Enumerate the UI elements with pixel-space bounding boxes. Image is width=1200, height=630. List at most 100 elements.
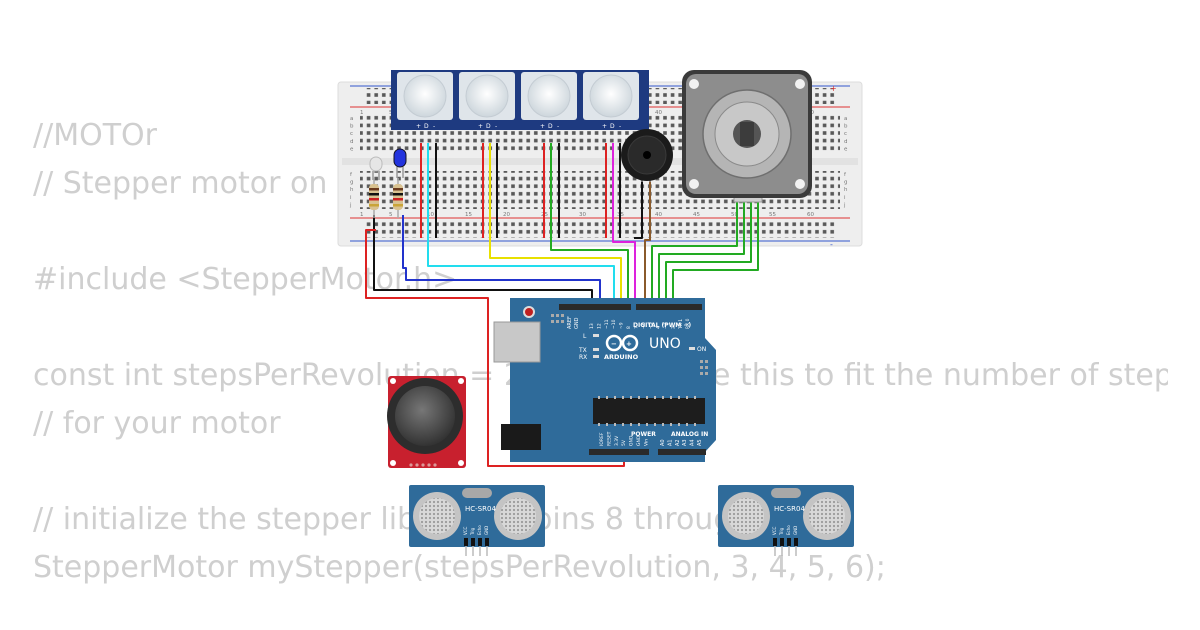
- digital-pin-label: ~3: [663, 322, 669, 329]
- breadboard-col-number: 15: [465, 212, 472, 218]
- digital-pin-label: ~9: [619, 322, 625, 329]
- power-pin-label: IOREF: [599, 432, 605, 446]
- svg-text:−: −: [611, 340, 617, 348]
- ultrasonic-label: HC-SR04: [465, 505, 496, 513]
- pir-pin-plus: +: [416, 123, 421, 130]
- breadboard-col-number: 10: [427, 212, 434, 218]
- breadboard-row-letter: h: [350, 187, 354, 193]
- power-header-label: POWER: [631, 431, 656, 438]
- led-white: [369, 156, 383, 180]
- led-on-label: ON: [697, 346, 706, 353]
- code-line: #include <StepperMotor.h>: [33, 262, 458, 297]
- digital-pin-label: RX 0: [685, 318, 691, 329]
- power-pin-label: GND: [629, 435, 635, 446]
- breadboard-row-letter: i: [844, 195, 846, 201]
- analog-pin-label: A1: [667, 439, 673, 446]
- breadboard-row-letter: j: [349, 202, 352, 208]
- digital-pin-label: 12: [596, 323, 602, 329]
- power-pin-label: 3.3V: [614, 435, 620, 446]
- wire-red-5v: [365, 229, 625, 467]
- pir-sensor-4: + D -: [583, 72, 639, 130]
- digital-pin-label: 8: [626, 326, 632, 329]
- wire-stepper-1: [651, 198, 738, 308]
- svg-text:+: +: [626, 340, 632, 348]
- wire-stepper-4: [672, 198, 759, 308]
- analog-pin-label: A5: [697, 439, 703, 446]
- breadboard-row-letter: e: [844, 146, 848, 152]
- aref-label: AREF: [567, 316, 573, 329]
- ultrasonic-pin-gnd: GND: [484, 526, 489, 535]
- pir-pin-minus: -: [495, 123, 497, 130]
- joystick-module: [387, 376, 466, 468]
- breadboard-row-letter: b: [350, 124, 354, 130]
- pir-pin-minus: -: [619, 123, 621, 130]
- board-model: UNO: [649, 336, 681, 352]
- code-line: // Stepper motor on: [33, 166, 328, 201]
- breadboard-row-letter: a: [350, 116, 353, 122]
- breadboard-col-number: 1: [360, 212, 364, 218]
- led-blue: [393, 148, 407, 178]
- breadboard-row-letter: e: [350, 146, 354, 152]
- wire-stepper-2: [658, 198, 745, 308]
- led-rx-label: RX: [579, 354, 587, 361]
- ultrasonic-pin-vcc: VCC: [463, 526, 468, 535]
- buzzer: [621, 129, 673, 182]
- breadboard-row-letter: d: [844, 139, 848, 145]
- ultrasonic-label: HC-SR04: [774, 505, 805, 513]
- ultrasonic-pin-gnd: GND: [793, 526, 798, 535]
- wire-pir4-magenta: [612, 143, 636, 308]
- breadboard-col-number: 5: [389, 212, 393, 218]
- header-digital-low: [636, 304, 702, 310]
- power-pin-label: Vin: [643, 439, 649, 446]
- resistor-1: [369, 178, 379, 218]
- pir-pin-minus: -: [433, 123, 435, 130]
- pir-pin-plus: +: [602, 123, 607, 130]
- breadboard-col-number: 20: [503, 212, 510, 218]
- breadboard-row-letter: f: [844, 172, 847, 178]
- digital-pin-label: ~11: [604, 319, 610, 329]
- pir-pin-d: D: [610, 123, 615, 130]
- digital-pin-label: ~10: [611, 319, 617, 329]
- digital-pin-label: TX 1: [678, 319, 684, 330]
- wire-buzzer-brown: [644, 180, 651, 308]
- arduino-uno: L TX RX ON − + UNO ARDUINO DIGITAL (PWM …: [493, 298, 716, 462]
- ultrasonic-pin-echo: Echo: [477, 525, 482, 535]
- breadboard-row-letter: j: [843, 202, 846, 208]
- power-pin-label: 5V: [621, 439, 627, 446]
- breadboard-col-number: 55: [769, 212, 776, 218]
- code-line: StepperMotor myStepper(stepsPerRevolutio…: [33, 550, 886, 585]
- breadboard-col-number: 50: [731, 212, 738, 218]
- header-power: [589, 449, 649, 455]
- wire-buzzer-black: [634, 180, 643, 239]
- breadboard-col-number: 60: [807, 212, 814, 218]
- wire-stepper-3: [665, 198, 752, 308]
- pir-sensor-1: + D -: [397, 72, 453, 130]
- pir-sensor-3: + D -: [521, 72, 577, 130]
- digital-pin-label: 13: [589, 323, 595, 329]
- breadboard-row-letter: c: [350, 131, 353, 137]
- header-digital-high: [559, 304, 631, 310]
- wire-pir3-green: [550, 143, 629, 308]
- breadboard-col-number: 30: [579, 212, 586, 218]
- analog-pin-label: A0: [660, 439, 666, 446]
- analog-header-label: ANALOG IN: [671, 431, 708, 438]
- pir-pin-d: D: [548, 123, 553, 130]
- digital-pin-label: 7: [633, 326, 639, 329]
- breadboard-col-number: 40: [655, 110, 662, 116]
- ultrasonic-pin-vcc: VCC: [772, 526, 777, 535]
- led-tx-label: TX: [578, 347, 587, 354]
- pir-pin-d: D: [424, 123, 429, 130]
- power-pin-label: RESET: [606, 431, 612, 446]
- analog-pin-label: A3: [682, 439, 688, 446]
- wire-pir1-cyan: [427, 143, 615, 308]
- digital-pin-label: 4: [656, 326, 662, 329]
- breadboard-row-letter: i: [350, 195, 352, 201]
- wire-blue-led: [402, 215, 601, 308]
- breadboard-row-letter: g: [844, 180, 848, 186]
- pir-pin-plus: +: [478, 123, 483, 130]
- pir-pin-d: D: [486, 123, 491, 130]
